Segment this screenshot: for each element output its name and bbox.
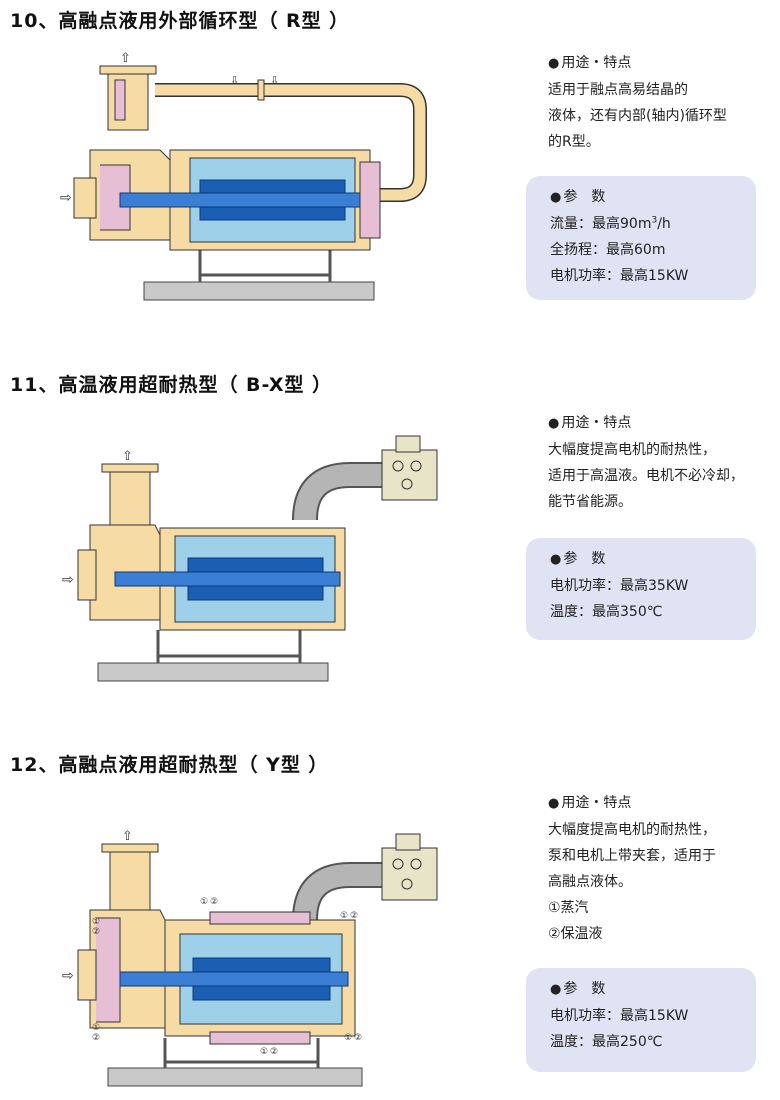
usage-line-steam: ①蒸汽 [548, 900, 589, 916]
discharge-nozzle [109, 849, 151, 911]
usage-block: ●用途・特点 大幅度提高电机的耐热性， 泵和电机上带夹套，适用于 高融点液体。 … [548, 790, 768, 947]
usage-line: 高融点液体。 [548, 874, 632, 890]
params-heading: 参 数 [563, 189, 606, 205]
svg-text:①: ① [260, 1047, 268, 1057]
usage-block: ●用途・特点 大幅度提高电机的耐热性， 适用于高温液。电机不必冷却， 能节省能源… [548, 410, 768, 515]
bullet-icon: ● [550, 552, 562, 567]
svg-text:②: ② [92, 1033, 100, 1043]
svg-text:②: ② [354, 1033, 362, 1043]
usage-line: 液体，还有内部(轴内)循环型 [548, 108, 727, 124]
svg-text:⇩: ⇩ [230, 74, 239, 87]
label-heat-medium: ② [92, 927, 100, 937]
svg-text:②: ② [210, 897, 218, 907]
usage-line: 适用于高温液。电机不必冷却， [548, 468, 744, 484]
flow-arrow-icon: ⇨ [60, 190, 72, 206]
params-heading: 参 数 [563, 551, 606, 567]
param-temp: 温度：最高250℃ [550, 1034, 663, 1050]
svg-text:①: ① [344, 1033, 352, 1043]
suction-nozzle [77, 549, 97, 601]
pump-jacket [96, 917, 121, 1023]
svg-text:②: ② [350, 911, 358, 921]
svg-text:⇩: ⇩ [270, 74, 279, 87]
usage-heading: 用途・特点 [561, 415, 632, 431]
param-flow: 流量：最高90m3/h [550, 215, 671, 232]
pipe-flange [257, 79, 265, 101]
param-power: 电机功率：最高15KW [550, 1008, 689, 1024]
section-title: 11、高温液用超耐热型（ B-X型 ） [10, 374, 333, 396]
flow-arrow-icon: ⇨ [62, 572, 74, 588]
section-title: 12、高融点液用超耐热型（ Y型 ） [10, 754, 329, 776]
terminal-box-icon [381, 449, 438, 501]
svg-text:⇧: ⇧ [122, 449, 133, 464]
usage-heading: 用途・特点 [561, 795, 632, 811]
params-panel: ●参 数 电机功率：最高15KW 温度：最高250℃ [526, 968, 756, 1072]
support-frame [163, 1038, 320, 1068]
param-head: 全扬程：最高60m [550, 242, 666, 258]
usage-line: 适用于融点高易结晶的 [548, 82, 688, 98]
discharge-nozzle [107, 69, 149, 131]
label-steam: ① [92, 917, 100, 927]
shaft [114, 571, 341, 587]
suction-nozzle [77, 949, 97, 1001]
pump-diagram-y-type: ⇨ ⇧ ① ② ① ② ① ② ① ② ① ② ① ② [62, 829, 438, 1087]
svg-text:⇧: ⇧ [120, 51, 131, 66]
param-power: 电机功率：最高15KW [550, 268, 689, 284]
discharge-nozzle [109, 469, 151, 526]
usage-line: 的R型。 [548, 134, 600, 150]
terminal-box-icon [381, 847, 438, 901]
base-plate [143, 281, 375, 301]
bullet-icon: ● [548, 796, 560, 811]
shaft [119, 192, 371, 208]
usage-block: ●用途・特点 适用于融点高易结晶的 液体，还有内部(轴内)循环型 的R型。 [548, 50, 768, 155]
pump-diagram-bx-type: ⇨ ⇧ [62, 435, 438, 682]
bullet-icon: ● [548, 56, 560, 71]
pump-diagram-r-type: ⇨ ⇧ ⇩ ⇩ [60, 51, 427, 301]
section-title: 10、高融点液用外部循环型（ R型 ） [10, 10, 350, 32]
bullet-icon: ● [550, 190, 562, 205]
flow-arrow-icon: ⇨ [62, 968, 74, 984]
support-frame [156, 630, 302, 663]
bullet-icon: ● [550, 982, 562, 997]
svg-text:①: ① [340, 911, 348, 921]
end-cover [359, 161, 381, 239]
param-power: 电机功率：最高35KW [550, 578, 689, 594]
motor-jacket [209, 911, 311, 925]
support-frame [198, 250, 332, 282]
suction-nozzle [73, 177, 97, 219]
params-panel: ●参 数 流量：最高90m3/h 全扬程：最高60m 电机功率：最高15KW [526, 176, 756, 300]
usage-line: 大幅度提高电机的耐热性， [548, 822, 716, 838]
usage-line-heat-medium: ②保温液 [548, 926, 603, 942]
params-panel: ●参 数 电机功率：最高35KW 温度：最高350℃ [526, 538, 756, 640]
params-heading: 参 数 [563, 981, 606, 997]
svg-text:⇧: ⇧ [122, 829, 133, 844]
section-r-type: 10、高融点液用外部循环型（ R型 ） ⇨ ⇧ ⇩ ⇩ ●用途・特点 适用于融点… [0, 0, 780, 340]
section-bx-type: 11、高温液用超耐热型（ B-X型 ） ⇨ ⇧ ●用途・特点 大幅度提高电机的耐… [0, 360, 780, 700]
shaft [119, 971, 349, 987]
usage-line: 泵和电机上带夹套，适用于 [548, 848, 716, 864]
usage-line: 能节省能源。 [548, 494, 632, 510]
usage-heading: 用途・特点 [561, 55, 632, 71]
svg-text:②: ② [270, 1047, 278, 1057]
param-temp: 温度：最高350℃ [550, 604, 663, 620]
bullet-icon: ● [548, 416, 560, 431]
base-plate [97, 662, 329, 682]
usage-line: 大幅度提高电机的耐热性， [548, 442, 716, 458]
svg-text:①: ① [200, 897, 208, 907]
svg-text:①: ① [92, 1023, 100, 1033]
section-y-type: 12、高融点液用超耐热型（ Y型 ） ⇨ ⇧ ① ② ① ② ① [0, 740, 780, 1091]
base-plate [107, 1067, 363, 1087]
